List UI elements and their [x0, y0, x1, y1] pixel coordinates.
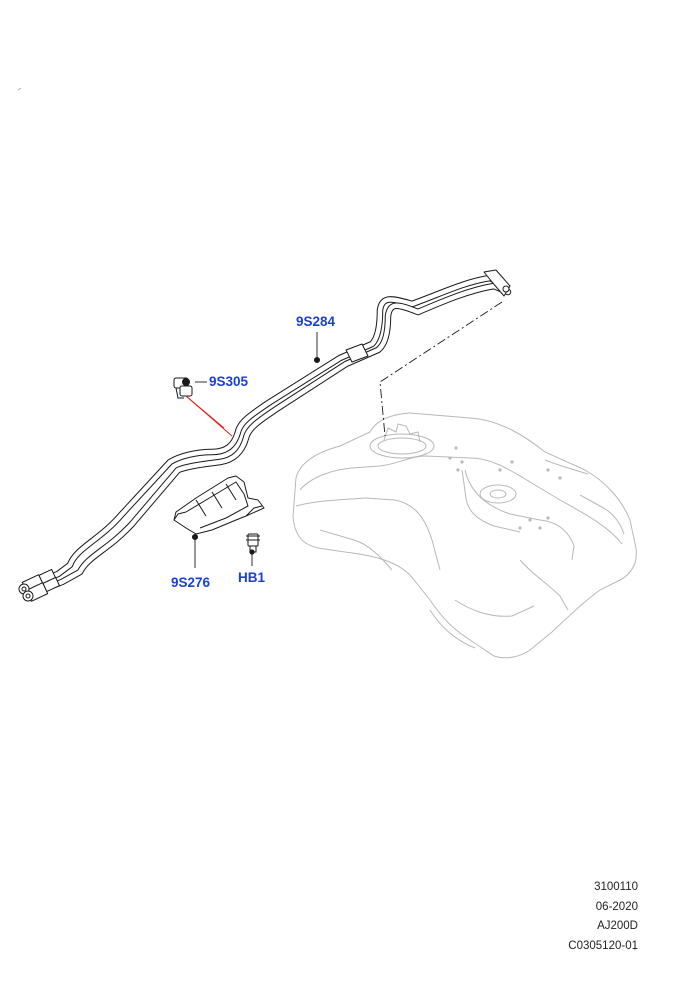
callout-9s276: 9S276 [171, 575, 211, 590]
callout-9s284: 9S284 [296, 314, 336, 329]
corner-mark-top-left [17, 87, 22, 91]
bolt [246, 533, 260, 553]
stamp-line-2: 06-2020 [595, 900, 638, 913]
callout-hb1: HB1 [238, 570, 265, 585]
stamp-line-3: AJ200D [597, 920, 638, 932]
fuel-tank [292, 412, 637, 659]
fuel-pipe-assembly [18, 269, 512, 602]
drawing-reference-stamp: 3100110 06-2020 AJ200D C0305120-01 [568, 878, 638, 956]
corner-mark-bottom-right [633, 947, 638, 951]
callout-leaders [191, 332, 321, 568]
heat-shield [173, 475, 265, 535]
stamp-line-1: 3100110 [594, 881, 638, 893]
assembly-leader-line [379, 301, 503, 437]
stamp-line-4: C0305120-01 [568, 939, 638, 952]
pipe-clip [173, 377, 193, 399]
callout-9s305: 9S305 [209, 374, 249, 389]
clip-red-leaders [185, 395, 233, 437]
